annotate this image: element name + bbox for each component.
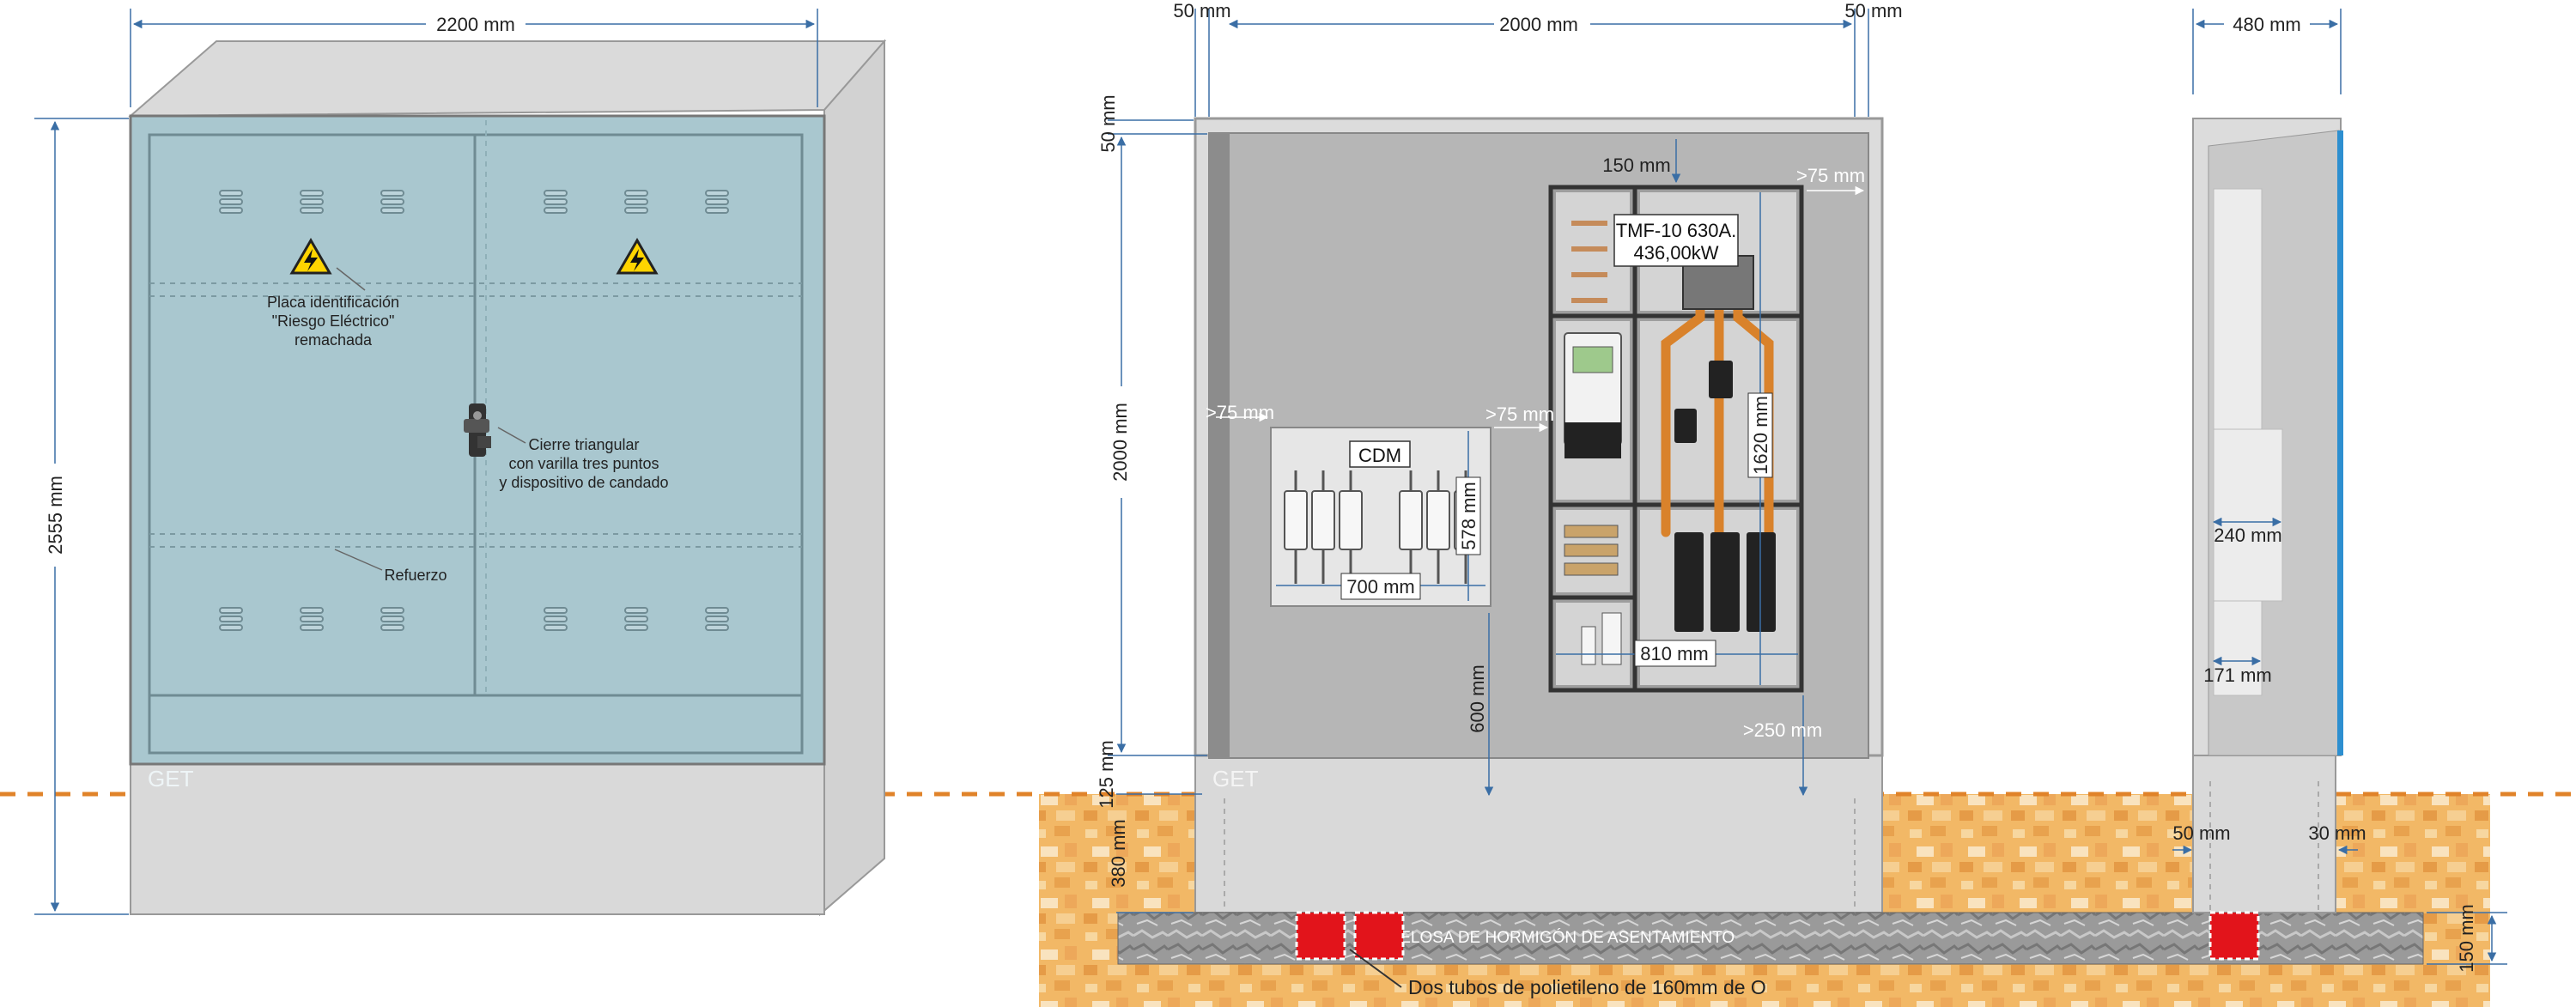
dim-150: 150 mm bbox=[1602, 155, 1670, 176]
dim-side-width: 480 mm bbox=[2233, 14, 2300, 35]
dim-left-mid: 2000 mm bbox=[1109, 403, 1131, 482]
dim-gap-mid: >75 mm bbox=[1485, 403, 1554, 425]
tube-red-3 bbox=[2208, 911, 2260, 961]
dim-250: >250 mm bbox=[1743, 719, 1822, 741]
fuse-breakers bbox=[1674, 361, 1776, 632]
dim-top-right: 50 mm bbox=[1844, 0, 1902, 21]
dim-top-left: 50 mm bbox=[1173, 0, 1230, 21]
side-door-edge bbox=[2337, 130, 2343, 755]
dim-top-mid: 2000 mm bbox=[1499, 14, 1578, 35]
get-mark-interior: GET bbox=[1212, 766, 1259, 792]
dim-side-171: 171 mm bbox=[2203, 664, 2271, 686]
cdm-label: CDM bbox=[1358, 445, 1401, 466]
dim-side-50: 50 mm bbox=[2172, 822, 2230, 844]
side-view: 480 mm 240 mm 171 mm 50 mm 30 mm 150 mm bbox=[2172, 9, 2507, 973]
cdm-label-box bbox=[1349, 440, 1411, 468]
energy-meter-icon bbox=[1564, 332, 1622, 458]
warning-sign-icon bbox=[616, 238, 659, 275]
vent-group-bottom bbox=[219, 607, 729, 631]
front-top-face bbox=[128, 40, 887, 118]
front-view: Placa identificación "Riesgo Eléctrico" … bbox=[34, 9, 887, 917]
dim-left-top: 50 mm bbox=[1097, 94, 1119, 152]
note-lock-line1: Cierre triangular bbox=[528, 436, 639, 453]
get-mark-front: GET bbox=[148, 766, 194, 792]
terminal-block bbox=[1564, 525, 1619, 576]
dim-gap-left: >75 mm bbox=[1206, 402, 1274, 423]
note-plate-line1: Placa identificación bbox=[267, 294, 399, 311]
interior-view: PRELOSA DE HORMIGÓN DE ASENTAMIENTO Dos … bbox=[1096, 0, 2424, 998]
dim-left-125: 125 mm bbox=[1096, 740, 1117, 808]
small-breakers bbox=[1581, 612, 1622, 665]
warning-sign-icon bbox=[289, 238, 332, 275]
dim-front-width: 2200 mm bbox=[436, 14, 515, 35]
tmf-label-line2: 436,00kW bbox=[1633, 242, 1718, 264]
note-lock-line3: y dispositivo de candado bbox=[499, 474, 668, 491]
dim-578: 578 mm bbox=[1458, 482, 1479, 549]
tmf-label-line1: TMF-10 630A. bbox=[1616, 220, 1737, 241]
interior-plinth bbox=[1194, 755, 1883, 913]
dim-side-30: 30 mm bbox=[2308, 822, 2366, 844]
tubes-note: Dos tubos de polietileno de 160mm de O bbox=[1408, 976, 1766, 998]
tube-red-1 bbox=[1295, 911, 1346, 961]
vent-group-top bbox=[219, 190, 729, 214]
dim-1620: 1620 mm bbox=[1750, 396, 1771, 475]
tmf-label-box bbox=[1613, 214, 1739, 267]
front-plinth bbox=[130, 763, 825, 915]
note-plate-line2: "Riesgo Eléctrico" bbox=[272, 312, 395, 330]
dim-700: 700 mm bbox=[1346, 576, 1414, 598]
note-plate-line3: remachada bbox=[295, 331, 373, 349]
dim-side-150: 150 mm bbox=[2456, 904, 2477, 972]
note-reinforce: Refuerzo bbox=[384, 567, 447, 584]
dim-600: 600 mm bbox=[1467, 664, 1488, 732]
note-lock-line2: con varilla tres puntos bbox=[508, 455, 659, 472]
slab-label: PRELOSA DE HORMIGÓN DE ASENTAMIENTO bbox=[1377, 928, 1735, 947]
tube-red-2 bbox=[1353, 911, 1405, 961]
dim-left-380: 380 mm bbox=[1108, 819, 1129, 887]
dim-810: 810 mm bbox=[1640, 643, 1708, 664]
dim-front-height: 2555 mm bbox=[45, 476, 66, 555]
front-side-face bbox=[818, 39, 885, 917]
dim-side-240: 240 mm bbox=[2214, 525, 2281, 546]
lock-handle-icon bbox=[464, 403, 491, 457]
side-plinth bbox=[2192, 755, 2336, 913]
dim-gap-right: >75 mm bbox=[1796, 165, 1865, 186]
